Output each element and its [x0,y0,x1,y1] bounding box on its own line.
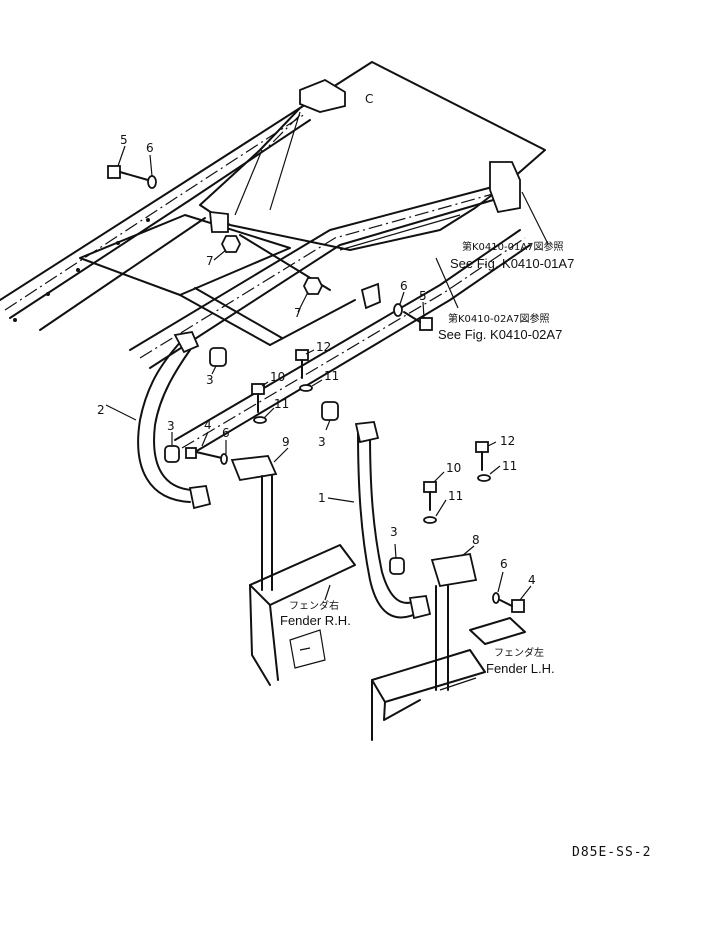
callout-3-c: 3 [318,435,326,449]
cover-mark: C [365,92,373,106]
fender-lh-japanese: フェンダ左 [494,646,544,659]
callout-6-left: 6 [500,557,508,571]
fender-rh-english: Fender R.H. [280,613,351,628]
washer-11-left-b [477,465,501,482]
washer-11-right-a [253,407,275,424]
callout-5-right: 5 [419,289,427,303]
callout-6-right: 6 [400,279,408,293]
bolt-4-left-assembly [492,571,532,613]
bolt-4-right-assembly [185,431,228,465]
callout-6-upper: 6 [146,141,154,155]
callout-6-mid: 6 [222,426,230,440]
cushion-3-b [164,432,180,463]
callout-4-left: 4 [528,573,536,587]
callout-7-left: 7 [206,254,214,268]
drawing-code: D85E-SS-2 [572,845,651,860]
handrail-1 [327,421,432,620]
callout-7-right: 7 [294,306,302,320]
fender-lh-english: Fender L.H. [486,661,555,676]
washer-11-left-a [423,499,447,524]
callout-4-right: 4 [204,418,212,432]
bolt-12-left [475,441,497,471]
callout-2: 2 [97,403,105,417]
bolt-10-right [251,381,269,413]
callout-10-left: 10 [446,461,461,475]
callout-11-right-b: 11 [324,369,339,383]
callout-3-a: 3 [206,373,214,387]
callout-12-left: 12 [500,434,515,448]
callout-10-right: 10 [270,370,285,384]
cushion-3-c [321,401,339,431]
bracket-9 [230,447,289,591]
fender-rh-japanese: フェンダ右 [289,599,339,612]
upper-left-bolt-assembly [107,145,157,189]
reference-1-japanese: 第K0410-01A7図参照 [462,240,564,253]
callout-5-upper: 5 [120,133,128,147]
cushion-3-d [389,543,405,575]
callout-3-d: 3 [390,525,398,539]
handrail-2 [105,330,212,510]
upper-right-bolt-assembly [393,291,433,331]
canopy-top-panel: C [199,61,546,251]
callout-11-right-a: 11 [274,397,289,411]
fender-rh [249,544,356,686]
callout-1: 1 [318,491,326,505]
callout-8: 8 [472,533,480,547]
reference-2-japanese: 第K0410-02A7図参照 [448,312,550,325]
cushion-3-a [209,347,227,375]
nut-7-left [213,235,242,261]
washer-11-right-b [299,379,323,392]
upper-front-clamp [299,78,346,113]
reference-2-english: See Fig. K0410-02A7 [438,327,562,342]
upper-rear-clamp [489,161,521,214]
bracket-8 [430,545,478,691]
callout-12-right: 12 [316,340,331,354]
callout-11-left-b: 11 [502,459,517,473]
callout-3-b: 3 [167,419,175,433]
bolt-12-right [295,349,315,379]
bolt-10-left [423,471,445,511]
nut-7-right [297,277,324,313]
reference-1-english: See Fig. K0410-01A7 [450,256,574,271]
fender-lh [371,617,526,741]
callout-9: 9 [282,435,290,449]
callout-11-left-a: 11 [448,489,463,503]
